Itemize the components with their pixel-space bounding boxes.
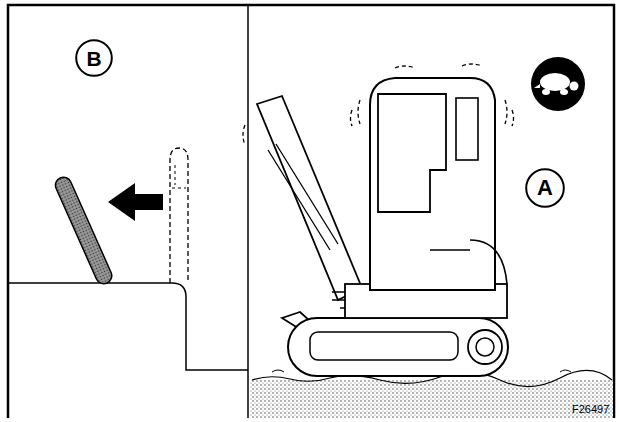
turtle-leg	[560, 89, 568, 95]
callout-circle: A	[525, 168, 565, 208]
turtle-leg	[542, 89, 550, 95]
circle-shape	[76, 40, 112, 76]
side-window	[456, 98, 478, 160]
frame-border	[8, 5, 614, 418]
turtle-icon	[534, 73, 579, 95]
lever-shaded	[53, 175, 114, 287]
turtle-head	[570, 82, 579, 91]
vibration-marks	[243, 64, 514, 145]
ground	[250, 380, 613, 418]
crawler-track	[288, 318, 508, 376]
move-arrow	[108, 183, 163, 221]
track-frame	[310, 332, 458, 360]
boom-cylinder	[268, 144, 338, 250]
callout-circle: B	[75, 39, 113, 77]
lever-neutral-dashed	[170, 148, 188, 283]
console-outline	[8, 283, 248, 370]
turtle-tail	[534, 84, 540, 88]
idler-wheel	[468, 330, 502, 364]
circle-shape	[526, 169, 564, 207]
idler-hub	[476, 338, 494, 356]
figure-number: F26497	[572, 403, 609, 415]
cab	[370, 78, 495, 290]
cab-window	[378, 94, 446, 212]
panel-divider	[247, 5, 249, 418]
slow-speed-symbol	[531, 57, 585, 111]
callout-letter: A	[537, 177, 553, 199]
boom	[257, 96, 362, 300]
turtle-shell	[540, 73, 570, 91]
callout-letter: B	[86, 48, 101, 69]
lever-slow	[53, 175, 114, 287]
counterweight	[430, 240, 507, 284]
lever-neutral-detail	[172, 165, 186, 188]
